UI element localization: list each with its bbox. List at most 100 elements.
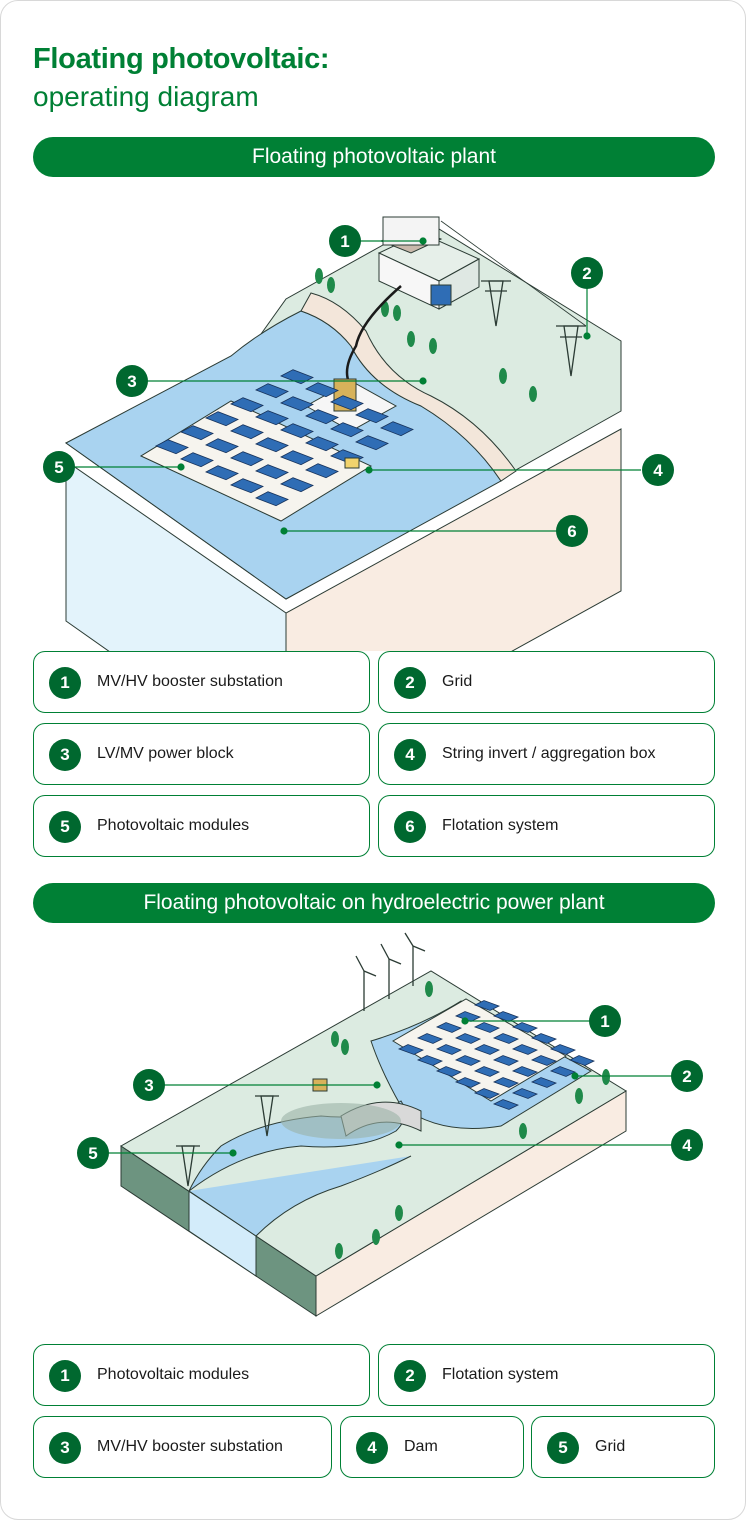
solar-panel bbox=[255, 383, 289, 399]
legend-label: String invert / aggregation box bbox=[442, 745, 656, 762]
solar-panel bbox=[230, 478, 264, 494]
section1-banner: Floating photovoltaic plant bbox=[33, 137, 715, 177]
svg-text:1: 1 bbox=[340, 232, 349, 251]
legend-label: Flotation system bbox=[442, 817, 559, 834]
ground-right-face bbox=[285, 428, 622, 651]
legend-item-6: 6 Flotation system bbox=[378, 795, 715, 857]
solar-panel bbox=[380, 421, 414, 437]
solar-panel bbox=[255, 491, 289, 507]
transmission-tower-2 bbox=[255, 1095, 279, 1137]
solar-panel bbox=[280, 477, 314, 493]
solar-panel bbox=[511, 1066, 539, 1077]
solar-panel bbox=[255, 410, 289, 426]
solar-panel bbox=[180, 452, 214, 468]
solar-panel bbox=[511, 1088, 539, 1099]
pv-panel-array bbox=[155, 369, 414, 507]
svg-text:3: 3 bbox=[127, 372, 136, 391]
solar-panel bbox=[305, 382, 339, 398]
svg-text:2: 2 bbox=[582, 264, 591, 283]
wind-turbines bbox=[355, 932, 426, 1011]
legend2-item-4: 4 Dam bbox=[340, 1416, 524, 1478]
legend-label: Dam bbox=[404, 1438, 438, 1455]
solar-panel bbox=[280, 423, 314, 439]
trees bbox=[315, 268, 537, 402]
solar-panel bbox=[230, 397, 264, 413]
svg-text:6: 6 bbox=[567, 522, 576, 541]
solar-panel bbox=[549, 1066, 577, 1077]
trees bbox=[331, 981, 610, 1259]
transmission-tower-1 bbox=[176, 1145, 200, 1187]
solar-panel bbox=[454, 1033, 482, 1044]
solar-panel bbox=[568, 1055, 596, 1066]
legend-number: 2 bbox=[394, 1360, 426, 1392]
callout-badge-4: 4 bbox=[642, 454, 674, 486]
legend-item-1: 1 MV/HV booster substation bbox=[33, 651, 370, 713]
shore-bank bbox=[300, 292, 517, 482]
callout-badge-1: 1 bbox=[589, 1005, 621, 1037]
solar-panel bbox=[492, 1033, 520, 1044]
transmission-tower-1 bbox=[481, 280, 511, 327]
legend-item-4: 4 String invert / aggregation box bbox=[378, 723, 715, 785]
callout-badge-1: 1 bbox=[329, 225, 361, 257]
solar-panel bbox=[511, 1022, 539, 1033]
legend-number: 4 bbox=[394, 739, 426, 771]
solar-panel bbox=[511, 1044, 539, 1055]
solar-panel bbox=[205, 411, 239, 427]
legend-label: Photovoltaic modules bbox=[97, 817, 250, 834]
solar-panel bbox=[305, 436, 339, 452]
solar-panel bbox=[549, 1044, 577, 1055]
callout-badge-2: 2 bbox=[571, 257, 603, 289]
legend-number: 1 bbox=[49, 667, 81, 699]
legend-number: 3 bbox=[49, 739, 81, 771]
svg-text:4: 4 bbox=[682, 1136, 692, 1155]
callout-badge-5: 5 bbox=[77, 1137, 109, 1169]
dam-shadow bbox=[281, 1103, 401, 1139]
pv-panel-array bbox=[397, 1000, 596, 1110]
solar-panel bbox=[397, 1044, 425, 1055]
substation-building bbox=[377, 216, 481, 310]
solar-panel bbox=[473, 1044, 501, 1055]
page-subtitle: operating diagram bbox=[33, 81, 259, 112]
legend-item-2: 2 Grid bbox=[378, 651, 715, 713]
legend-label: Grid bbox=[442, 673, 473, 690]
page-title: Floating photovoltaic: bbox=[33, 43, 330, 75]
solar-panel bbox=[416, 1055, 444, 1066]
callout-badge-5: 5 bbox=[43, 451, 75, 483]
solar-panel bbox=[230, 451, 264, 467]
solar-panel bbox=[454, 1077, 482, 1088]
solar-panel bbox=[230, 424, 264, 440]
inverter-box bbox=[344, 457, 360, 469]
floating-pv-plant-illustration: 1 2 3 4 5 6 bbox=[43, 216, 674, 651]
svg-text:5: 5 bbox=[88, 1144, 97, 1163]
solar-panel bbox=[492, 1099, 520, 1110]
callout-badge-4: 4 bbox=[671, 1129, 703, 1161]
callout-badge-3: 3 bbox=[133, 1069, 165, 1101]
section2-banner: Floating photovoltaic on hydroelectric p… bbox=[33, 883, 715, 923]
solar-panel bbox=[330, 422, 364, 438]
svg-text:2: 2 bbox=[682, 1067, 691, 1086]
solar-panel bbox=[435, 1066, 463, 1077]
solar-panel bbox=[205, 438, 239, 454]
legend-number: 3 bbox=[49, 1432, 81, 1464]
legend-label: MV/HV booster substation bbox=[97, 673, 283, 690]
legend-item-3: 3 LV/MV power block bbox=[33, 723, 370, 785]
callout-badge-3: 3 bbox=[116, 365, 148, 397]
legend2-item-3: 3 MV/HV booster substation bbox=[33, 1416, 332, 1478]
solar-panel bbox=[355, 435, 389, 451]
legend2-item-2: 2 Flotation system bbox=[378, 1344, 715, 1406]
solar-panel bbox=[492, 1011, 520, 1022]
solar-panel bbox=[355, 408, 389, 424]
legend-label: Flotation system bbox=[442, 1366, 559, 1383]
solar-panel bbox=[416, 1033, 444, 1044]
solar-panel bbox=[205, 465, 239, 481]
solar-panel bbox=[435, 1022, 463, 1033]
solar-panel bbox=[305, 409, 339, 425]
solar-panel bbox=[492, 1055, 520, 1066]
legend-item-5: 5 Photovoltaic modules bbox=[33, 795, 370, 857]
legend-number: 5 bbox=[49, 811, 81, 843]
cable bbox=[345, 285, 402, 387]
legend2-item-5: 5 Grid bbox=[531, 1416, 715, 1478]
solar-panel bbox=[473, 1022, 501, 1033]
solar-panel bbox=[530, 1077, 558, 1088]
